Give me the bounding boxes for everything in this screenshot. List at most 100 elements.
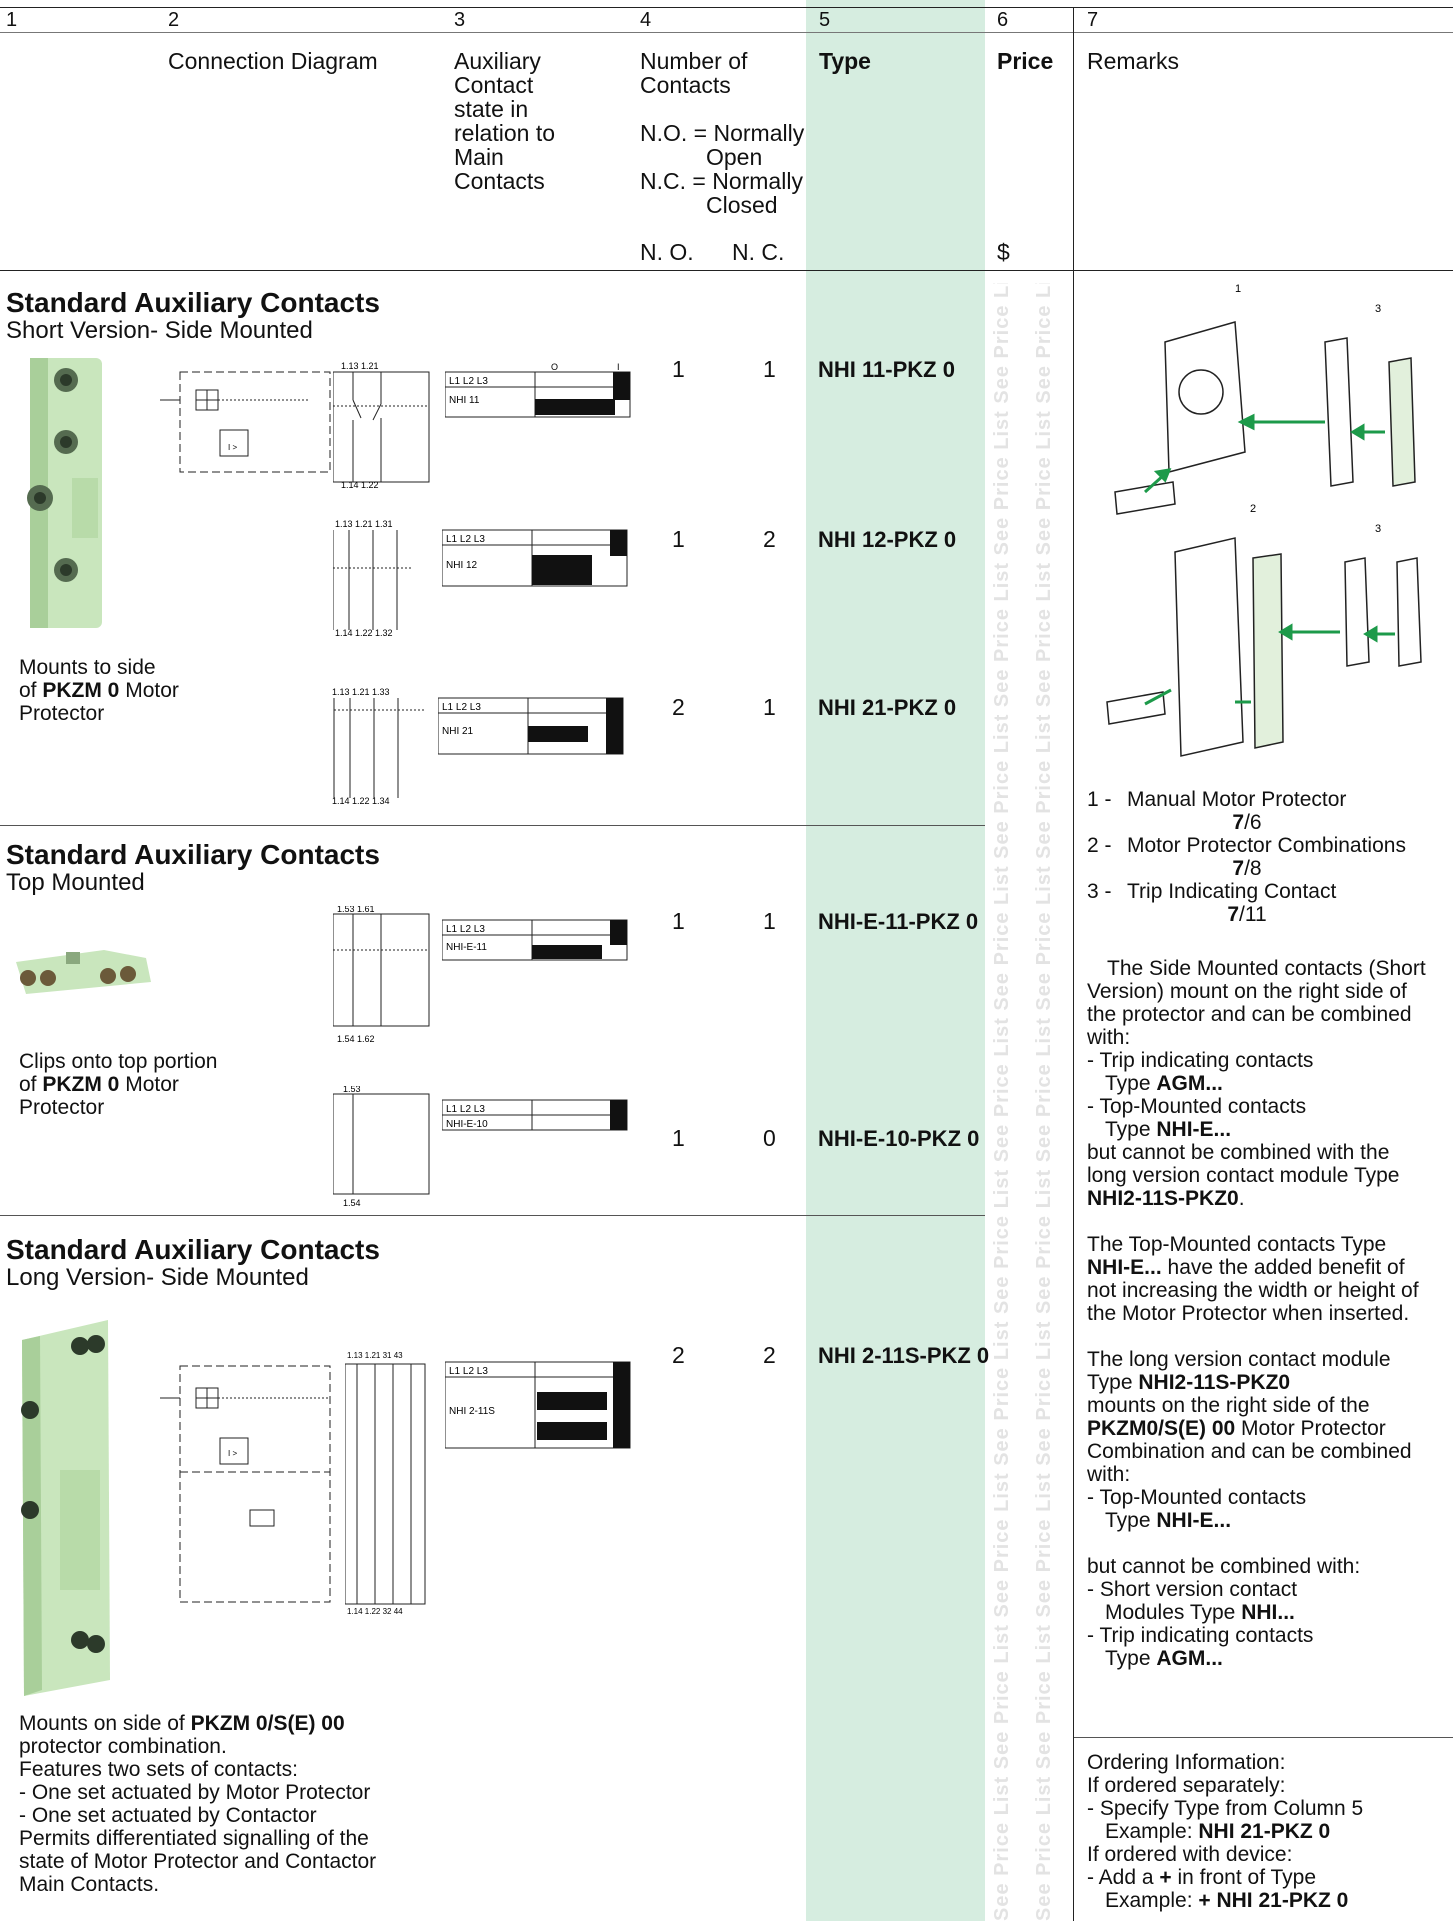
- aux-contact-schematic: 1.13 1.21 1.14 1.22: [333, 361, 430, 490]
- svg-text:L1 L2 L3: L1 L2 L3: [446, 924, 485, 935]
- svg-text:1.53: 1.53: [343, 1086, 361, 1094]
- section-short-side: Standard Auxiliary Contacts Short Versio…: [6, 287, 380, 344]
- row-type: NHI 21-PKZ 0: [818, 695, 957, 720]
- state-diagram: L1 L2 L3 NHI-E-10: [442, 1099, 628, 1131]
- svg-text:L1 L2 L3: L1 L2 L3: [446, 534, 485, 545]
- row-type: NHI 2-11S-PKZ 0: [818, 1343, 990, 1368]
- row-nc: 1: [763, 694, 776, 720]
- row-nc: 0: [763, 1125, 776, 1151]
- watermark-strip: See Price List See Price List See Price …: [991, 283, 1013, 1921]
- svg-text:1.13 1.21: 1.13 1.21: [341, 361, 379, 371]
- svg-text:1.53 1.61: 1.53 1.61: [337, 906, 375, 914]
- col-number: 6: [997, 9, 1009, 31]
- type-column-background: [806, 0, 985, 1921]
- row-type: NHI 11-PKZ 0: [818, 357, 955, 382]
- state-diagram: L1 L2 L3 NHI-E-11: [442, 919, 628, 961]
- svg-text:1.13 1.21 1.33: 1.13 1.21 1.33: [332, 687, 390, 697]
- header-nc: N. C.: [732, 239, 785, 265]
- top-rule: [0, 7, 1453, 8]
- header-bottom-rule: [0, 270, 1453, 271]
- remarks-legend: 1 -Manual Motor Protector 7/6 2 -Motor P…: [1087, 788, 1406, 926]
- section-divider: [0, 1215, 985, 1216]
- row-type: NHI-E-10-PKZ 0: [818, 1126, 980, 1151]
- header-remarks: Remarks: [1087, 48, 1180, 74]
- header-no: N. O.: [640, 239, 694, 265]
- col-number: 1: [6, 9, 18, 31]
- header-connection-diagram: Connection Diagram: [168, 48, 378, 74]
- assembly-illustration: 1 3 2 3: [1106, 283, 1422, 757]
- svg-text:L1 L2 L3: L1 L2 L3: [449, 376, 488, 387]
- motor-protector-schematic: I >: [160, 371, 331, 473]
- desc-short-side: Mounts to side of PKZM 0 Motor Protector: [19, 656, 179, 725]
- state-diagram: L1 L2 L3 NHI 21: [438, 697, 624, 755]
- row-no: 2: [672, 694, 685, 720]
- col-number: 3: [454, 9, 466, 31]
- header-type: Type: [819, 48, 871, 74]
- svg-text:L1 L2 L3: L1 L2 L3: [449, 1366, 488, 1377]
- product-photo-nhi-e: [16, 950, 151, 994]
- svg-text:1.13 1.21 1.31: 1.13 1.21 1.31: [335, 519, 393, 529]
- aux-contact-schematic: 1.13 1.21 1.31 1.14 1.22 1.32: [333, 519, 413, 638]
- column-divider: [1073, 7, 1074, 1921]
- col-number: 2: [168, 9, 180, 31]
- svg-text:1.54 1.62: 1.54 1.62: [337, 1034, 375, 1044]
- svg-text:NHI-E-10: NHI-E-10: [446, 1119, 488, 1130]
- svg-text:I >: I >: [228, 1449, 237, 1458]
- svg-text:L1 L2 L3: L1 L2 L3: [446, 1104, 485, 1115]
- svg-text:NHI-E-11: NHI-E-11: [446, 942, 487, 953]
- state-diagram: L1 L2 L3 NHI 2-11S: [445, 1361, 631, 1449]
- row-type: NHI-E-11-PKZ 0: [818, 909, 979, 934]
- svg-text:L1 L2 L3: L1 L2 L3: [442, 702, 481, 713]
- header-rule: [0, 32, 1453, 33]
- aux-contact-schematic: 1.53 1.54: [333, 1086, 430, 1208]
- row-no: 2: [672, 1342, 685, 1368]
- svg-text:I: I: [617, 362, 620, 372]
- header-price-unit: $: [997, 239, 1010, 265]
- svg-text:NHI 2-11S: NHI 2-11S: [449, 1406, 495, 1417]
- svg-text:2: 2: [1250, 503, 1256, 515]
- svg-text:O: O: [551, 362, 558, 372]
- product-photo-nhi-long: [21, 1320, 110, 1696]
- svg-text:1: 1: [1235, 283, 1241, 295]
- aux-contact-schematic: 1.53 1.61 1.54 1.62: [333, 906, 430, 1044]
- col-number: 5: [819, 9, 831, 31]
- aux-contact-schematic: 1.13 1.21 1.33 1.14 1.22 1.34: [332, 687, 426, 806]
- svg-text:3: 3: [1375, 523, 1381, 535]
- row-no: 1: [672, 526, 685, 552]
- ordering-information: Ordering Information: If ordered separat…: [1087, 1751, 1364, 1912]
- row-nc: 1: [763, 908, 776, 934]
- motor-protector-schematic: I >: [160, 1365, 331, 1603]
- row-nc: 2: [763, 526, 776, 552]
- svg-text:NHI 12: NHI 12: [446, 560, 478, 571]
- product-photo-nhi-short: [27, 358, 102, 628]
- svg-text:NHI 21: NHI 21: [442, 726, 474, 737]
- aux-contact-schematic: 1.13 1.21 31 43 1.14 1.22 32 44: [345, 1351, 426, 1616]
- price-column: See Price List See Price List See Price …: [985, 0, 1073, 1921]
- section-divider: [0, 825, 985, 826]
- remarks-divider: [1073, 1737, 1453, 1738]
- watermark-strip: See Price List See Price List See Price …: [1033, 283, 1055, 1921]
- svg-text:1.14 1.22: 1.14 1.22: [341, 480, 379, 490]
- row-no: 1: [672, 356, 685, 382]
- svg-text:1.14 1.22 1.34: 1.14 1.22 1.34: [332, 796, 390, 806]
- col-number: 4: [640, 9, 652, 31]
- svg-text:1.14 1.22 32 44: 1.14 1.22 32 44: [347, 1607, 403, 1616]
- state-diagram: L1 L2 L3 NHI 12: [442, 529, 628, 587]
- desc-long-side: Mounts on side of PKZM 0/S(E) 00 protect…: [19, 1712, 377, 1896]
- remarks-body: The Side Mounted contacts (Short Version…: [1087, 957, 1426, 1670]
- row-type: NHI 12-PKZ 0: [818, 527, 957, 552]
- svg-text:3: 3: [1375, 303, 1381, 315]
- state-diagram: L1 L2 L3 NHI 11 O I: [445, 362, 631, 418]
- col-number: 7: [1087, 9, 1099, 31]
- svg-text:1.14 1.22 1.32: 1.14 1.22 1.32: [335, 628, 393, 638]
- svg-text:I >: I >: [228, 443, 237, 452]
- header-price: Price: [997, 48, 1054, 74]
- section-long-side: Standard Auxiliary Contacts Long Version…: [6, 1234, 380, 1291]
- row-no: 1: [672, 908, 685, 934]
- svg-text:1.54: 1.54: [343, 1198, 361, 1208]
- row-nc: 2: [763, 1342, 776, 1368]
- row-nc: 1: [763, 356, 776, 382]
- desc-top-mounted: Clips onto top portion of PKZM 0 Motor P…: [19, 1050, 218, 1119]
